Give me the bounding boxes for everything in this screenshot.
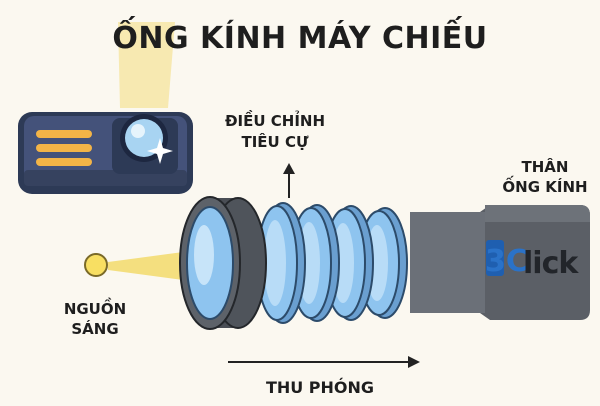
svg-text:lick: lick [523,246,579,281]
focus-adjust-label-line1: ĐIỀU CHỈNH [224,112,326,130]
zoom-label: THU PHÓNG [265,378,375,397]
light-source-label-line1: NGUỒN [63,300,127,318]
projector-vents [36,130,92,166]
lens-body-label-line2: ỐNG KÍNH [502,178,588,196]
projector-light-beam [118,22,175,108]
sparkle-icon [147,138,173,164]
diagram-title: ỐNG KÍNH MÁY CHIẾU [112,21,488,56]
lens-element-1 [256,202,306,324]
zoom-arrow [228,356,420,368]
light-source-label-line2: SÁNG [71,320,119,338]
lens-body-label-line1: THÂN [521,158,569,176]
projector-icon [18,112,193,194]
source-light-beam [108,250,198,282]
focus-adjust-label-line2: TIÊU CỰ [241,133,309,151]
svg-text:3C: 3C [485,244,528,279]
focus-arrow [283,163,295,198]
light-source-bulb [84,253,108,277]
3click-logo: 3C lick [485,240,580,281]
front-lens-ring [179,196,267,330]
